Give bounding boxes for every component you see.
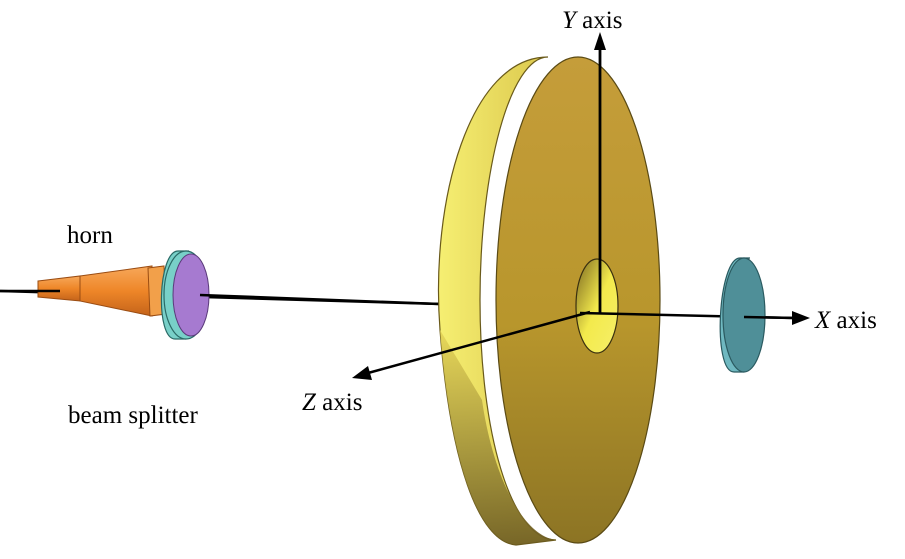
horn-label: horn (67, 222, 113, 249)
z-axis-label: Z axis (302, 389, 362, 416)
z-axis-var: Z (302, 389, 317, 416)
x-axis-word: axis (830, 307, 877, 334)
disk (437, 56, 661, 546)
y-axis (594, 32, 606, 313)
beam-splitter-label: beam splitter (68, 402, 198, 429)
x-axis-var: X (814, 307, 832, 334)
x-axis-label: X axis (814, 307, 877, 334)
y-axis-var: Y (562, 7, 579, 34)
z-axis-word: axis (316, 389, 363, 416)
beam-line-splitter-out (199, 293, 441, 306)
x-axis-through-receiver (743, 315, 796, 320)
y-axis-word: axis (576, 7, 623, 34)
receiver-disk (719, 257, 766, 373)
z-axis (352, 310, 591, 380)
beam-splitter (160, 250, 210, 340)
y-axis-label: Y axis (562, 7, 622, 34)
horn (0, 265, 167, 317)
